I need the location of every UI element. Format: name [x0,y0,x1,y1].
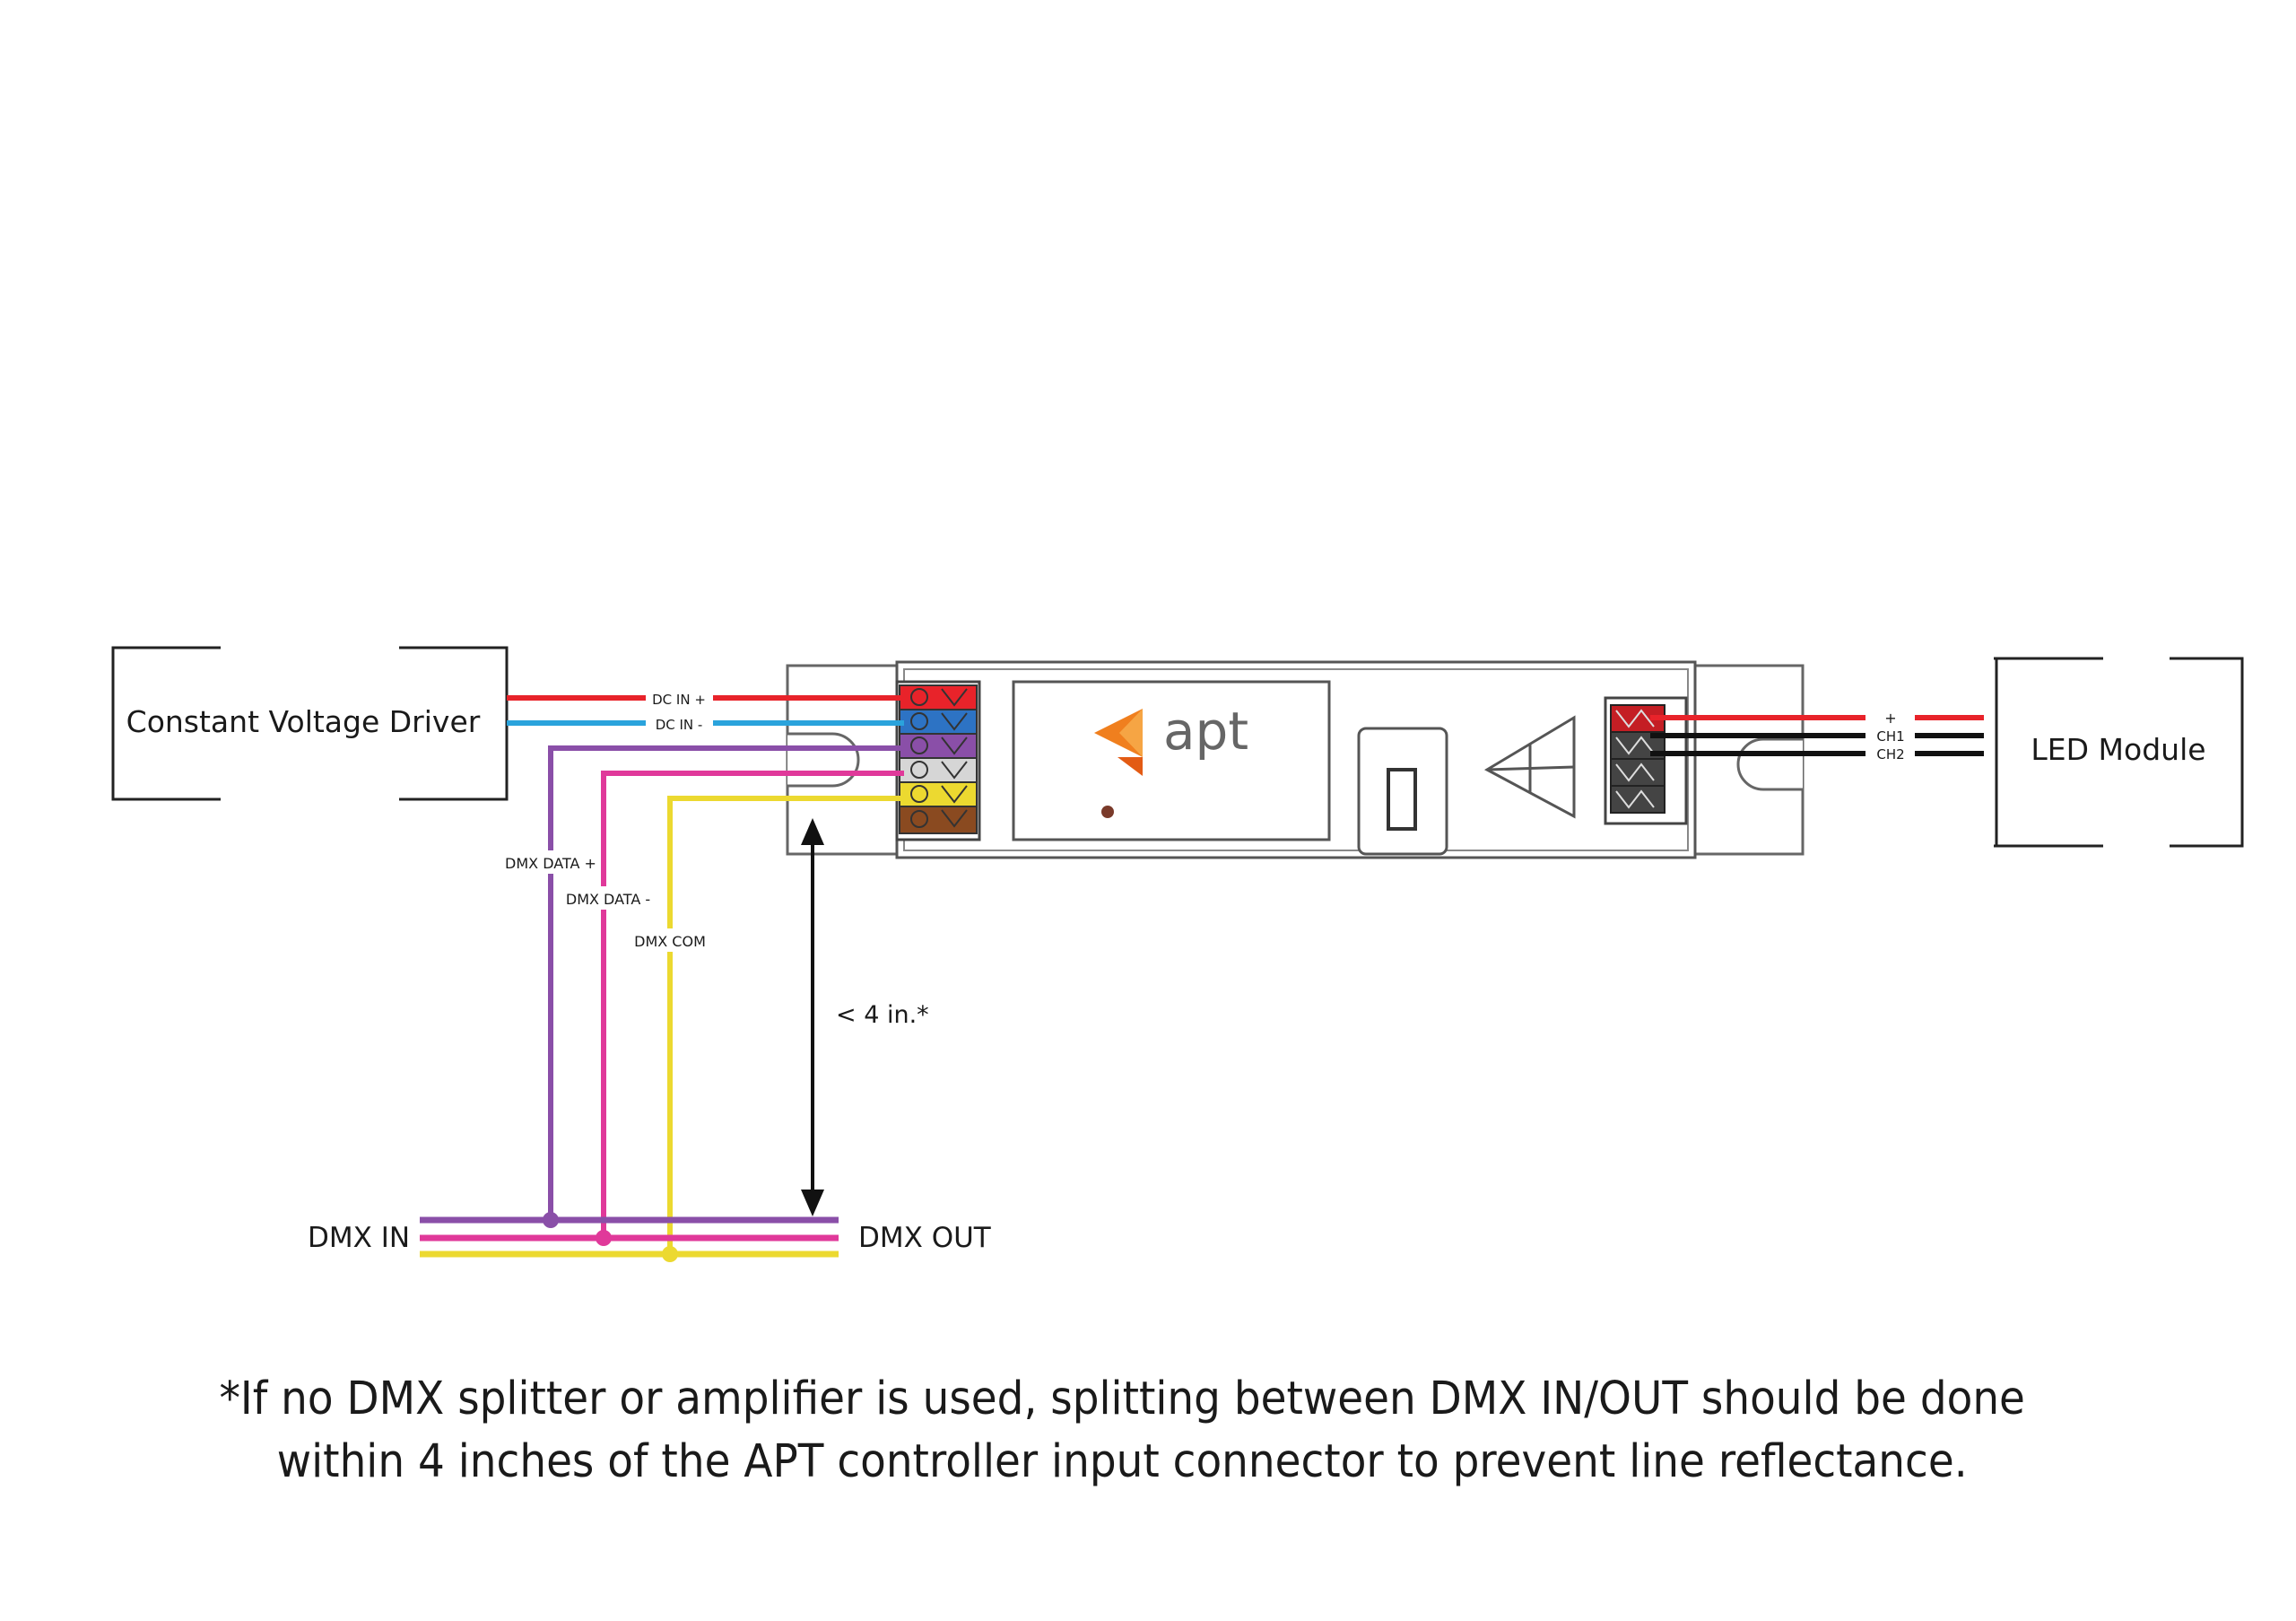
triangle-logo-icon [1483,715,1576,819]
input-terminals [899,684,978,834]
wire-label-masks [502,850,713,952]
junction-com [662,1246,678,1262]
led-module-frame [1995,657,2244,848]
distance-label: < 4 in.* [836,1001,929,1029]
dc-wires [507,695,904,726]
footnote-line-2: within 4 inches of the APT controller in… [276,1435,1968,1488]
dmx-drop-wires [548,745,904,1254]
output-wires [1650,715,1984,756]
footnote-line-1: *If no DMX splitter or amplifier is used… [219,1373,2025,1425]
input-terminal-screws [910,688,968,828]
controller: apt [786,660,1805,859]
dc-in-plus-label: DC IN + [652,692,706,708]
dmx-com-wire [667,796,904,1254]
brand-text: apt [1163,701,1248,762]
dmx-data-minus-label: DMX DATA - [566,891,650,908]
dc-in-minus-label: DC IN - [656,717,703,733]
dmx-data-minus-wire [601,771,904,1238]
led-module-label: LED Module [2031,732,2205,767]
distance-arrow [801,818,824,1216]
junction-data-minus [596,1230,612,1246]
right-slot [1736,737,1803,791]
output-plus-label: + [1884,710,1896,727]
footnote: *If no DMX splitter or amplifier is used… [0,1368,2244,1494]
output-terminals [1610,704,1665,814]
output-terminal-marks [1615,709,1655,809]
apt-logo-icon [1094,709,1143,776]
status-led [1101,806,1114,818]
dmx-data-plus-label: DMX DATA + [505,855,596,872]
dmx-bus [420,1216,839,1258]
label-panel [1012,680,1331,841]
driver-label: Constant Voltage Driver [126,704,481,739]
left-slot [787,732,860,788]
output-ch1-label: CH1 [1876,728,1904,745]
junction-data-plus [543,1212,559,1228]
dmx-com-label: DMX COM [634,933,706,950]
dmx-in-label: DMX IN [308,1222,410,1254]
dmx-out-label: DMX OUT [858,1222,992,1254]
dmx-data-plus-wire [548,745,904,1220]
output-ch2-label: CH2 [1876,746,1904,763]
button-icon [1387,768,1417,831]
